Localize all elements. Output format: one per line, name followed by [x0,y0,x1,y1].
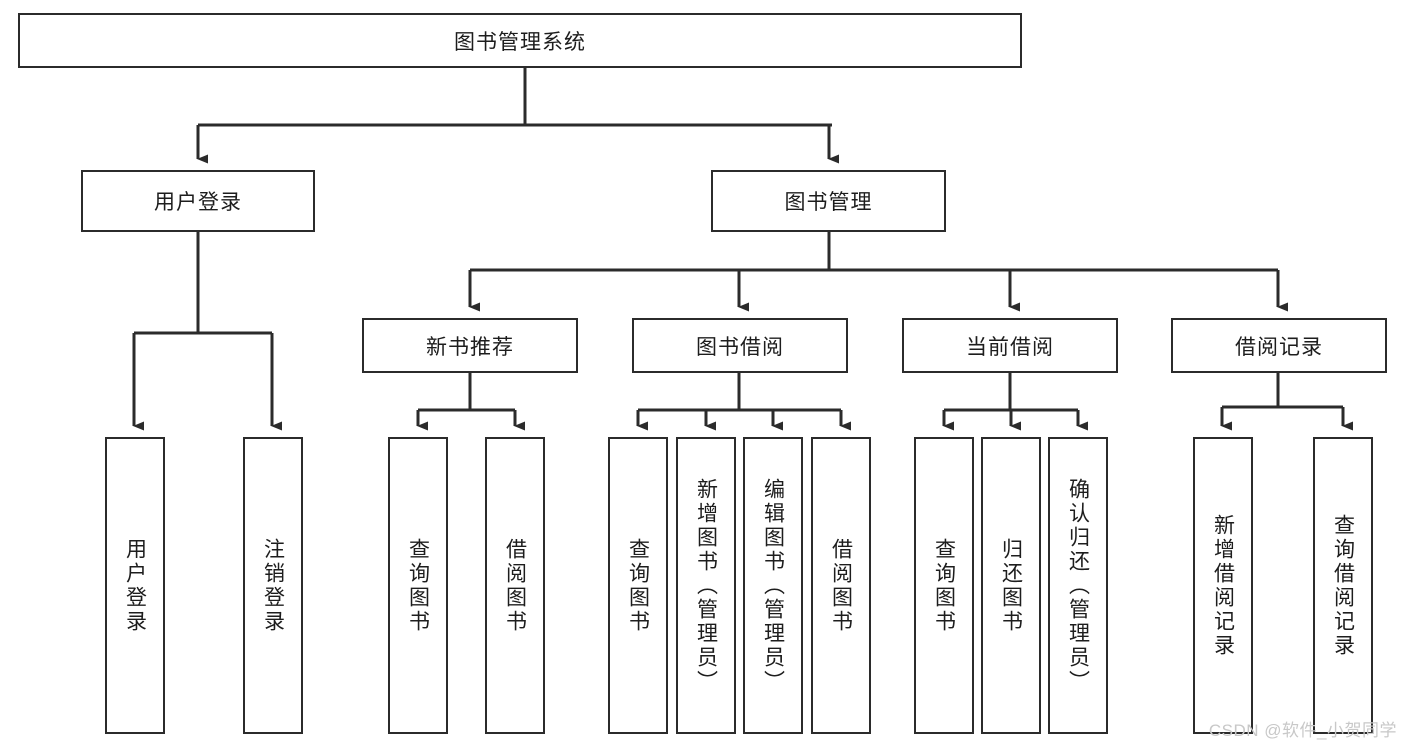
node-new-book-recommend-label: 新书推荐 [426,335,514,359]
node-user-login[interactable]: 用户登录 [81,170,315,232]
node-root-label: 图书管理系统 [454,30,586,54]
node-root[interactable]: 图书管理系统 [18,13,1022,68]
leaf-confirm-return-admin[interactable]: 确认归还（管理员） [1048,437,1108,734]
leaf-lend-book-label: 借阅图书 [829,537,853,634]
leaf-borrow-book-newbook-label: 借阅图书 [503,537,527,634]
leaf-query-borrow-record[interactable]: 查询借阅记录 [1313,437,1373,734]
leaf-add-borrow-record[interactable]: 新增借阅记录 [1193,437,1253,734]
node-current-borrow-label: 当前借阅 [966,335,1054,359]
leaf-edit-book-admin[interactable]: 编辑图书（管理员） [743,437,803,734]
leaf-user-login-label: 用户登录 [123,537,147,634]
node-book-management[interactable]: 图书管理 [711,170,946,232]
leaf-confirm-return-admin-label: 确认归还（管理员） [1066,477,1090,694]
leaf-logout[interactable]: 注销登录 [243,437,303,734]
leaf-borrow-book-newbook[interactable]: 借阅图书 [485,437,545,734]
node-book-borrow-label: 图书借阅 [696,335,784,359]
leaf-query-book-current-label: 查询图书 [932,537,956,634]
node-book-borrow[interactable]: 图书借阅 [632,318,848,373]
leaf-add-borrow-record-label: 新增借阅记录 [1211,513,1235,658]
leaf-return-book[interactable]: 归还图书 [981,437,1041,734]
leaf-logout-label: 注销登录 [261,537,285,634]
node-borrow-records-label: 借阅记录 [1235,335,1323,359]
leaf-return-book-label: 归还图书 [999,537,1023,634]
node-book-management-label: 图书管理 [784,191,873,214]
leaf-query-book-newbook-label: 查询图书 [406,537,430,634]
leaf-query-book-newbook[interactable]: 查询图书 [388,437,448,734]
leaf-user-login[interactable]: 用户登录 [105,437,165,734]
node-borrow-records[interactable]: 借阅记录 [1171,318,1387,373]
leaf-add-book-admin[interactable]: 新增图书（管理员） [676,437,736,734]
node-user-login-label: 用户登录 [154,191,242,214]
leaf-query-borrow-record-label: 查询借阅记录 [1331,513,1355,658]
leaf-query-book-borrow[interactable]: 查询图书 [608,437,668,734]
leaf-lend-book[interactable]: 借阅图书 [811,437,871,734]
leaf-query-book-borrow-label: 查询图书 [626,537,650,634]
leaf-query-book-current[interactable]: 查询图书 [914,437,974,734]
leaf-edit-book-admin-label: 编辑图书（管理员） [761,477,785,694]
node-new-book-recommend[interactable]: 新书推荐 [362,318,578,373]
node-current-borrow[interactable]: 当前借阅 [902,318,1118,373]
leaf-add-book-admin-label: 新增图书（管理员） [694,477,718,694]
